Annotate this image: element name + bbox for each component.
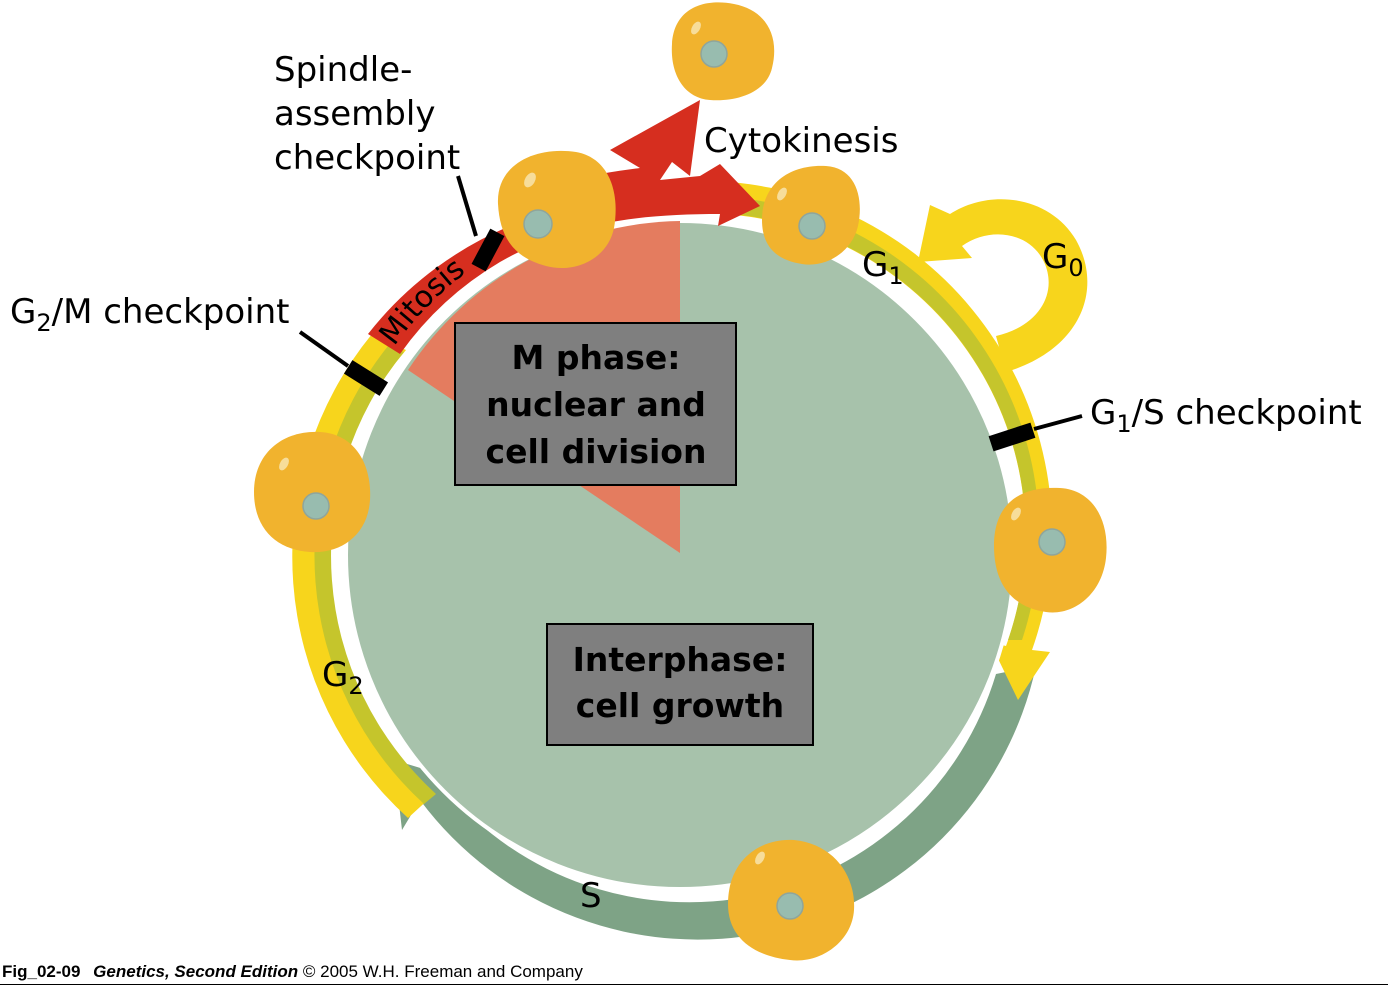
spindle-checkpoint-label-line3: checkpoint [274,138,460,178]
g2m-checkpoint-leader [298,330,350,368]
cell-top [671,2,775,101]
g1s-checkpoint-leader [1033,414,1083,431]
g0-loop-arrow [918,199,1088,372]
spindle-checkpoint-label-line2: assembly [274,94,435,134]
g2-label: G2 [322,655,364,700]
m-phase-line3: cell division [486,432,707,471]
g0-label: G0 [1042,237,1084,282]
g1-phase-band [722,182,1053,700]
m-phase-title: M phase: [512,338,681,377]
g2m-checkpoint-label: G2/M checkpoint [10,292,290,337]
caption-rule [0,984,1388,985]
s-label: S [580,876,602,916]
cytokinesis-label: Cytokinesis [704,121,898,161]
cell-s-phase [728,839,855,961]
interphase-box [546,623,814,746]
spindle-checkpoint-mark [471,228,505,272]
g1-label: G1 [862,245,904,290]
spindle-checkpoint-leader [456,175,478,237]
cell-g1-start [762,165,860,265]
m-phase-box [454,322,737,486]
g1s-checkpoint-mark [988,422,1036,452]
figure-id: Fig_02-09 [2,962,81,981]
cell-g2 [254,431,371,553]
spindle-checkpoint-label-line1: Spindle- [274,50,412,90]
interphase-title: Interphase: [573,640,788,679]
book-title: Genetics, Second Edition [93,962,299,981]
cell-mitosis [497,150,616,269]
copyright: © 2005 W.H. Freeman and Company [302,962,583,981]
interphase-line2: cell growth [576,686,784,725]
g1s-checkpoint-label: G1/S checkpoint [1090,393,1362,438]
figure-caption: Fig_02-09 Genetics, Second Edition © 200… [2,962,583,982]
g2m-checkpoint-mark [343,360,389,396]
s-phase-band [394,666,1036,940]
m-phase-line2: nuclear and [486,385,706,424]
cell-g1-late [994,487,1107,613]
